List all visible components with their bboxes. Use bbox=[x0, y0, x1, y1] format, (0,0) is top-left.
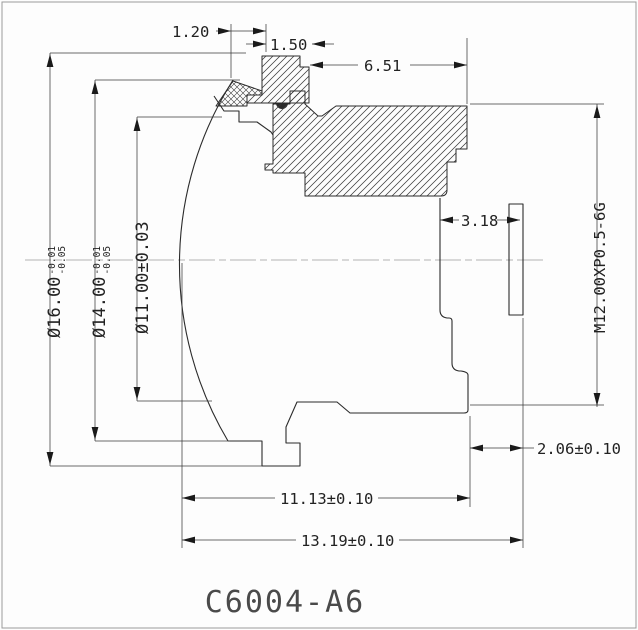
dim-dia16: Ø16.00-0.01-0.05 bbox=[45, 52, 262, 467]
dim-rear-offset-text: 3.18 bbox=[461, 212, 498, 230]
dim-cap-step: 1.20 bbox=[172, 23, 267, 78]
dim-overall-length-text: 13.19±0.10 bbox=[301, 532, 394, 550]
dim-body-length-text: 11.13±0.10 bbox=[280, 490, 373, 508]
dim-thread-text: M12.00XP0.5-6G bbox=[591, 202, 609, 333]
part-geometry bbox=[178, 55, 524, 467]
dim-dia16-text: Ø16.00-0.01-0.05 bbox=[45, 246, 68, 338]
dim-barrel-length: 6.51 bbox=[310, 38, 468, 104]
dim-dia14: Ø14.00-0.01-0.05 bbox=[90, 79, 240, 442]
dim-cap-width-text: 1.50 bbox=[270, 36, 307, 54]
barrel-section bbox=[264, 90, 468, 197]
dim-rear-flange-gap: 2.06±0.10 bbox=[469, 318, 621, 548]
rear-reference-block bbox=[508, 203, 524, 316]
dim-rear-offset: 3.18 bbox=[440, 212, 520, 230]
front-rim-steps bbox=[213, 95, 274, 136]
dim-rear-flange-gap-text: 2.06±0.10 bbox=[537, 440, 621, 458]
dim-overall-length: 13.19±0.10 bbox=[182, 532, 523, 550]
dim-thread: M12.00XP0.5-6G bbox=[470, 103, 609, 407]
dim-cap-step-text: 1.20 bbox=[172, 23, 209, 41]
part-number-title: C6004-A6 bbox=[205, 585, 366, 620]
dim-barrel-length-text: 6.51 bbox=[364, 57, 401, 75]
dim-dia14-text: Ø14.00-0.01-0.05 bbox=[90, 246, 113, 338]
dim-cap-width: 1.50 bbox=[246, 36, 334, 54]
dim-dia11: Ø11.00±0.03 bbox=[133, 116, 222, 402]
dim-dia11-text: Ø11.00±0.03 bbox=[133, 221, 153, 334]
lens-dome-arc bbox=[178, 79, 234, 442]
barrel-lower-profile bbox=[228, 198, 469, 467]
dim-body-length: 11.13±0.10 bbox=[181, 263, 470, 548]
